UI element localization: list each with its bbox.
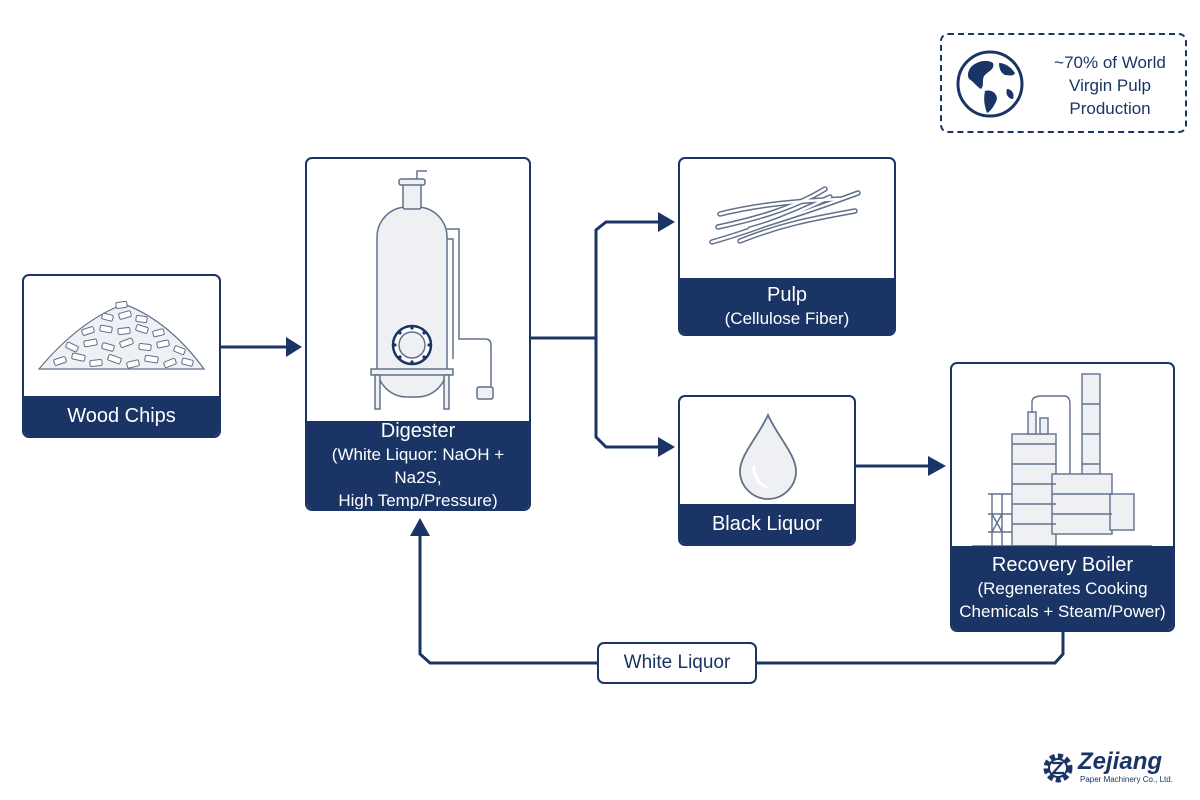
- pulp-subtitle: (Cellulose Fiber): [724, 308, 850, 328]
- pulp-caption: Pulp (Cellulose Fiber): [680, 278, 894, 334]
- brand-wordmark: Zejiang: [1078, 748, 1163, 775]
- arrowhead-black-liquor: [658, 437, 675, 457]
- brand-tagline: Paper Machinery Co., Ltd.: [1080, 775, 1173, 784]
- arrowhead-digester: [286, 337, 302, 357]
- world-share-line-1: ~70% of World: [1054, 53, 1166, 72]
- return-line-to-digester: [418, 535, 597, 665]
- wood-chips-icon: [37, 300, 206, 370]
- brand-logo: Zejiang Paper Machinery Co., Ltd.: [1040, 748, 1190, 788]
- black-liquor-title: Black Liquor: [711, 513, 823, 535]
- recovery-boiler-subtitle-line-1: (Regenerates Cooking: [977, 579, 1148, 598]
- digester-caption: Digester (White Liquor: NaOH + Na2S, Hig…: [307, 419, 529, 510]
- arrowhead-pulp: [658, 212, 675, 232]
- black-liquor-node[interactable]: Black Liquor: [678, 395, 856, 546]
- digester-node[interactable]: Digester (White Liquor: NaOH + Na2S, Hig…: [305, 157, 531, 511]
- recovery-boiler-caption: Recovery Boiler (Regenerates Cooking Che…: [952, 546, 1173, 630]
- recovery-boiler-title: Recovery Boiler: [991, 554, 1134, 576]
- recovery-boiler-plant-icon: [972, 373, 1152, 547]
- wood-chips-title: Wood Chips: [67, 405, 176, 427]
- world-share-text: ~70% of World Virgin Pulp Production: [1040, 51, 1180, 120]
- pulp-title: Pulp: [766, 283, 808, 306]
- return-line-white-liquor: [757, 632, 1065, 665]
- gear-logo-icon: [1043, 753, 1073, 783]
- globe-icon: [956, 50, 1024, 118]
- white-liquor-label[interactable]: White Liquor: [597, 642, 757, 684]
- arrowhead-return-digester: [410, 518, 430, 536]
- digester-title: Digester: [380, 419, 456, 442]
- recovery-boiler-node[interactable]: Recovery Boiler (Regenerates Cooking Che…: [950, 362, 1175, 632]
- liquid-drop-icon: [739, 412, 797, 500]
- digester-subtitle-line-1: (White Liquor: NaOH + Na2S,: [331, 444, 505, 487]
- digester-subtitle-line-2: High Temp/Pressure): [338, 490, 498, 510]
- black-liquor-caption: Black Liquor: [680, 504, 854, 544]
- recovery-boiler-subtitle-line-2: Chemicals + Steam/Power): [959, 602, 1166, 621]
- digester-vessel-icon: [370, 170, 494, 410]
- wood-chips-node[interactable]: Wood Chips: [22, 274, 221, 438]
- arrow-branch-to-black-liquor: [594, 338, 660, 449]
- world-share-line-2: Virgin Pulp: [1069, 76, 1151, 95]
- world-share-line-3: Production: [1069, 99, 1151, 118]
- pulp-node[interactable]: Pulp (Cellulose Fiber): [678, 157, 896, 336]
- wood-chips-caption: Wood Chips: [24, 396, 219, 436]
- world-share-callout: ~70% of World Virgin Pulp Production: [940, 33, 1187, 133]
- cellulose-fiber-icon: [709, 186, 861, 245]
- arrow-digester-branch: [531, 220, 660, 340]
- arrowhead-boiler: [928, 456, 946, 476]
